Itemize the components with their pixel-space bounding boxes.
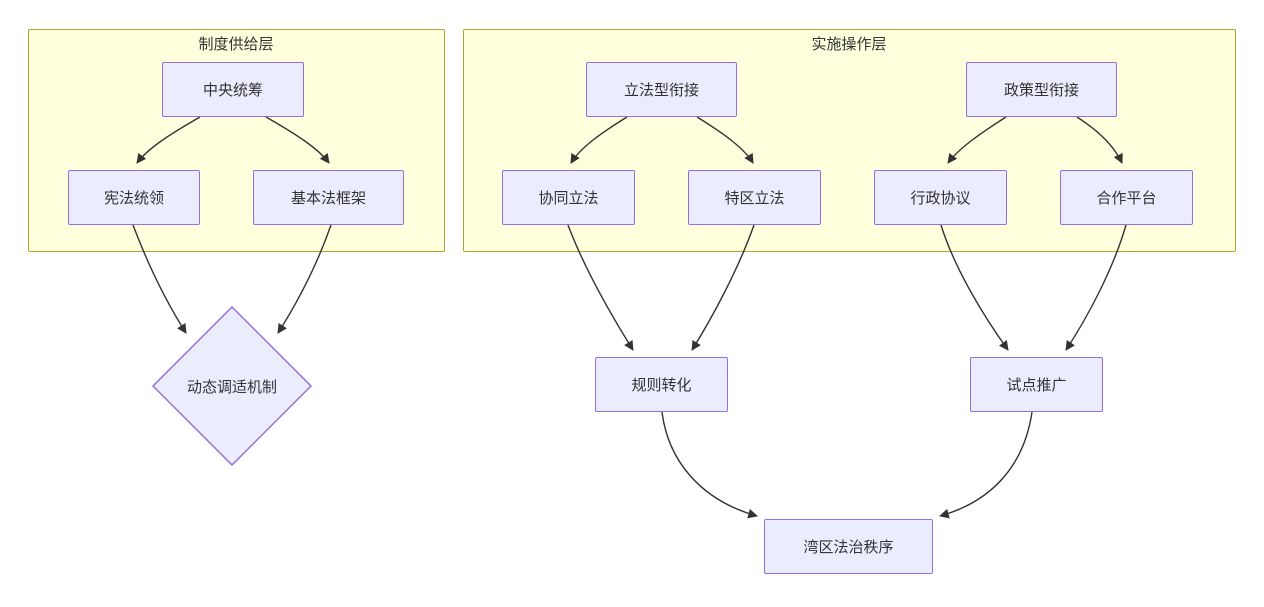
node-collaborative-legislation[interactable]: 协同立法: [502, 170, 635, 225]
node-pilot-promotion[interactable]: 试点推广: [970, 357, 1103, 412]
node-cooperation-platform[interactable]: 合作平台: [1060, 170, 1193, 225]
node-policy-linkage[interactable]: 政策型衔接: [966, 62, 1117, 117]
node-constitution-leading[interactable]: 宪法统领: [68, 170, 200, 225]
node-central-coordination[interactable]: 中央统筹: [162, 62, 304, 117]
node-legislative-linkage[interactable]: 立法型衔接: [586, 62, 737, 117]
node-sar-legislation[interactable]: 特区立法: [688, 170, 821, 225]
cluster-implementation-title: 实施操作层: [811, 36, 887, 53]
node-basic-law-framework[interactable]: 基本法框架: [253, 170, 404, 225]
diamond-shape-icon: [152, 306, 312, 466]
edge-pilot-to-bayarea: [939, 411, 1033, 519]
node-dynamic-adaptation[interactable]: 动态调适机制: [152, 306, 312, 466]
node-bay-area-rule-of-law[interactable]: 湾区法治秩序: [764, 519, 933, 574]
node-rule-conversion[interactable]: 规则转化: [595, 357, 728, 412]
node-administrative-agreement[interactable]: 行政协议: [874, 170, 1007, 225]
edge-rule-to-bayarea: [661, 411, 758, 519]
node-dynamic-adaptation-label: 动态调适机制: [186, 378, 277, 396]
cluster-institutional-supply-title: 制度供给层: [198, 36, 274, 53]
